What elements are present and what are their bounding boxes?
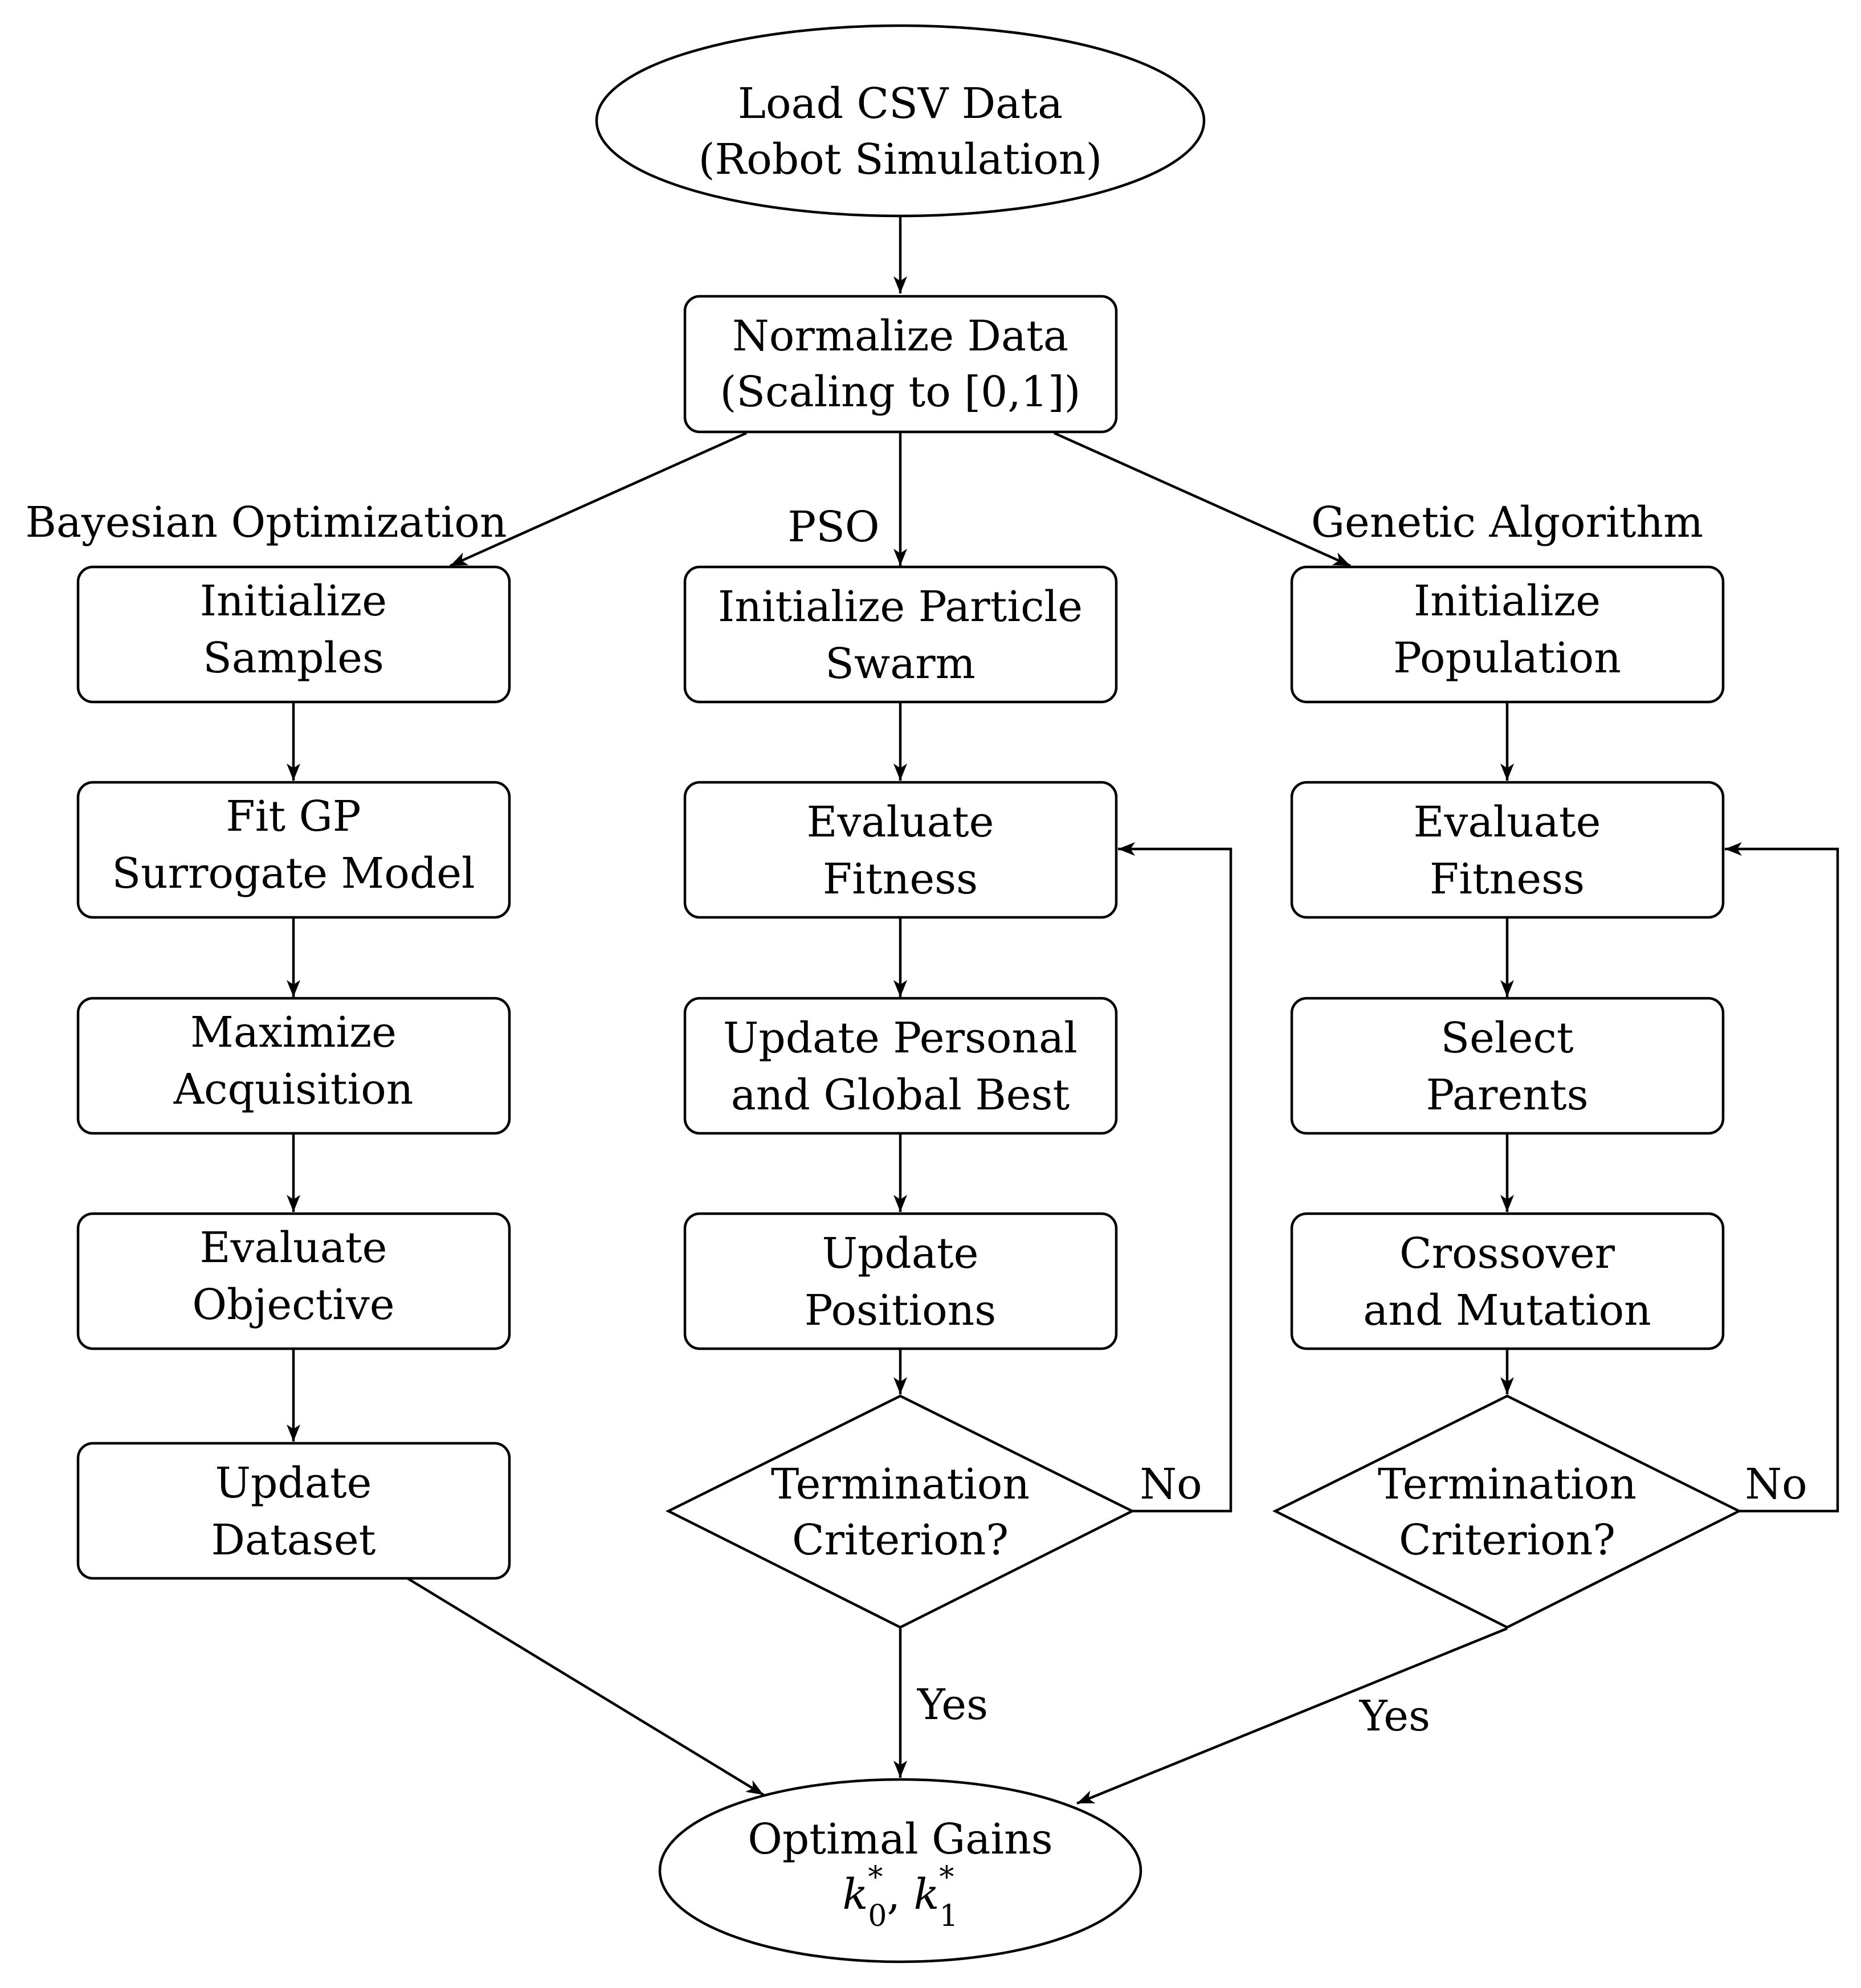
branch-label-pso: PSO <box>787 503 879 552</box>
start-node-line2: (Robot Simulation) <box>699 135 1103 184</box>
gain-k1-sup: * <box>939 1860 954 1895</box>
pso-decision-line2: Criterion? <box>792 1516 1009 1565</box>
pso-step-4-line2: Positions <box>805 1286 997 1335</box>
ga-step-crossover-mutation: Crossover and Mutation <box>1290 1212 1725 1350</box>
ga-step-3-line1: Select <box>1440 1014 1573 1063</box>
edge-normalize-to-genetic <box>1054 431 1351 568</box>
edge-normalize-to-bayesian <box>450 431 747 568</box>
ga-decision-line2: Criterion? <box>1399 1516 1615 1565</box>
ga-step-2-line1: Evaluate <box>1414 798 1601 847</box>
ga-decision-line1: Termination <box>1378 1460 1636 1509</box>
edge-ga-yes-to-end <box>1076 1627 1508 1805</box>
ga-step-evaluate-fitness: Evaluate Fitness <box>1290 781 1725 919</box>
bo-step-4-line1: Evaluate <box>200 1223 387 1272</box>
ga-step-initialize-population: Initialize Population <box>1290 565 1725 704</box>
pso-decision-line1: Termination <box>771 1460 1030 1509</box>
gain-k1-base: k <box>914 1870 940 1919</box>
branch-label-genetic: Genetic Algorithm <box>1311 498 1703 547</box>
gain-k0-base: k <box>843 1870 868 1919</box>
pso-step-2-line1: Evaluate <box>807 798 994 847</box>
ga-yes-label: Yes <box>1359 1692 1430 1741</box>
pso-column: Initialize Particle Swarm Evaluate Fitne… <box>665 565 1202 1729</box>
pso-step-update-best: Update Personal and Global Best <box>683 997 1118 1135</box>
bo-step-fit-gp: Fit GP Surrogate Model <box>76 781 511 919</box>
bo-step-3-line1: Maximize <box>190 1008 397 1057</box>
pso-no-label: No <box>1140 1460 1202 1509</box>
edge-pso-no-loop <box>1118 842 1232 1513</box>
bo-step-5-line2: Dataset <box>211 1516 376 1565</box>
gain-k0-sub: 0 <box>868 1899 887 1933</box>
pso-step-1-line2: Swarm <box>825 639 976 688</box>
edge-ga-no-loop <box>1725 842 1839 1513</box>
pso-step-3-line1: Update Personal <box>723 1014 1078 1063</box>
start-node-line1: Load CSV Data <box>738 79 1063 128</box>
pso-step-2-line2: Fitness <box>823 855 978 904</box>
bo-step-1-line2: Samples <box>203 634 384 683</box>
pso-step-update-positions: Update Positions <box>683 1212 1118 1350</box>
gain-k0-sup: * <box>868 1860 883 1895</box>
ga-step-4-line2: and Mutation <box>1363 1286 1651 1335</box>
end-node-line1: Optimal Gains <box>748 1815 1052 1864</box>
ga-decision-termination: Termination Criterion? <box>1272 1394 1742 1629</box>
gain-separator: , <box>887 1870 913 1919</box>
pso-yes-label: Yes <box>917 1680 988 1729</box>
bo-step-evaluate-objective: Evaluate Objective <box>76 1212 511 1350</box>
pso-step-evaluate-fitness: Evaluate Fitness <box>683 781 1118 919</box>
ga-step-1-line1: Initialize <box>1414 577 1601 626</box>
normalize-node-line1: Normalize Data <box>732 312 1068 361</box>
bo-step-2-line1: Fit GP <box>226 792 361 841</box>
bo-step-initialize-samples: Initialize Samples <box>76 565 511 704</box>
pso-step-initialize-swarm: Initialize Particle Swarm <box>683 565 1118 704</box>
branch-label-bayesian: Bayesian Optimization <box>25 498 507 547</box>
pso-step-4-line1: Update <box>822 1229 979 1278</box>
ga-step-select-parents: Select Parents <box>1290 997 1725 1135</box>
ga-step-2-line2: Fitness <box>1430 855 1585 904</box>
pso-decision-termination: Termination Criterion? <box>665 1394 1136 1629</box>
gain-k1-sub: 1 <box>939 1899 958 1933</box>
ga-step-4-line1: Crossover <box>1399 1229 1615 1278</box>
bo-step-4-line2: Objective <box>192 1280 394 1329</box>
bayesian-column: Initialize Samples Fit GP Surrogate Mode… <box>76 565 511 1580</box>
bo-step-5-line1: Update <box>215 1459 372 1508</box>
normalize-node-line2: (Scaling to [0,1]) <box>720 368 1080 417</box>
ga-step-1-line2: Population <box>1393 634 1621 683</box>
edge-bo-to-end <box>406 1577 765 1796</box>
ga-no-label: No <box>1745 1460 1807 1509</box>
edges <box>287 217 1839 1805</box>
end-node: Optimal Gains k*0, k*1 <box>658 1778 1142 1963</box>
bo-step-maximize-acquisition: Maximize Acquisition <box>76 997 511 1135</box>
bo-step-1-line1: Initialize <box>200 577 387 626</box>
bo-step-2-line2: Surrogate Model <box>112 849 475 898</box>
ga-step-3-line2: Parents <box>1426 1071 1588 1120</box>
normalize-node: Normalize Data (Scaling to [0,1]) <box>683 295 1118 434</box>
pso-step-1-line1: Initialize Particle <box>718 582 1083 631</box>
pso-step-3-line2: and Global Best <box>731 1071 1070 1120</box>
end-node-gains: k*0, k*1 <box>843 1860 958 1933</box>
bo-step-3-line2: Acquisition <box>173 1065 414 1114</box>
start-node: Load CSV Data (Robot Simulation) <box>595 24 1206 218</box>
bo-step-update-dataset: Update Dataset <box>76 1442 511 1580</box>
genetic-column: Initialize Population Evaluate Fitness S… <box>1272 565 1807 1741</box>
